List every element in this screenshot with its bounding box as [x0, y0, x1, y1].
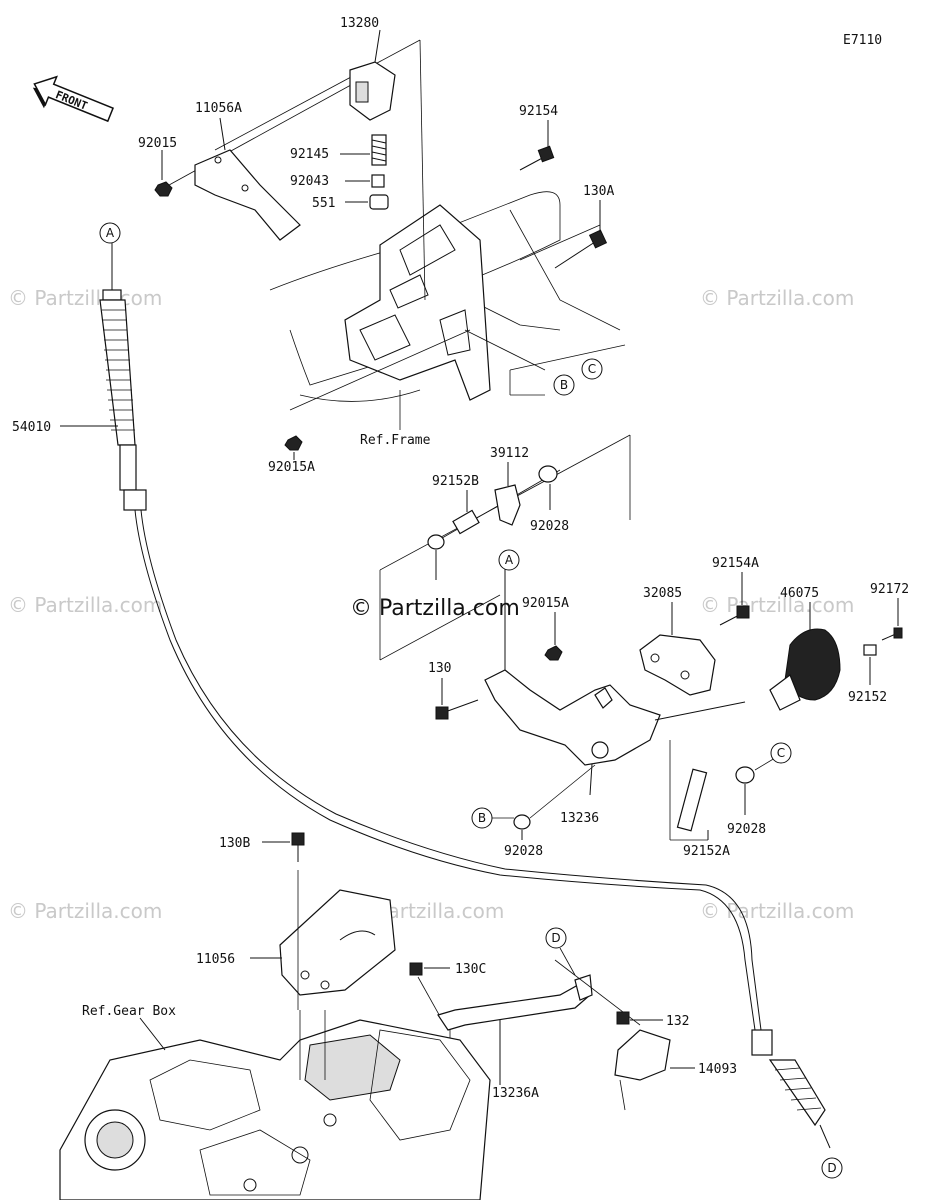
label-11056: 11056	[196, 952, 235, 967]
label-11056A: 11056A	[195, 101, 242, 116]
part-92154A-shape	[719, 572, 750, 626]
part-92152-shape	[863, 644, 877, 685]
part-92015-shape	[154, 150, 173, 197]
label-32085: 32085	[643, 586, 682, 601]
callout-b-mid: B	[471, 807, 514, 829]
part-39112-shape	[494, 462, 521, 526]
part-11056-shape	[250, 889, 396, 996]
svg-text:A: A	[106, 226, 115, 240]
part-132-shape	[616, 1011, 663, 1025]
part-130C-shape	[409, 962, 450, 1021]
part-551-shape	[345, 194, 389, 210]
part-92015A-mid-shape	[544, 612, 563, 661]
svg-text:D: D	[551, 931, 560, 945]
label-13236: 13236	[560, 811, 599, 826]
watermark-center: © Partzilla.com	[350, 596, 520, 621]
front-arrow-icon: FRONT	[32, 75, 115, 123]
label-92152A: 92152A	[683, 844, 730, 859]
label-130A: 130A	[583, 184, 614, 199]
watermark: © Partzilla.com	[8, 899, 162, 923]
watermark: © Partzilla.com	[700, 593, 854, 617]
part-32085-shape	[639, 602, 716, 696]
svg-text:D: D	[827, 1161, 836, 1175]
part-54010-cable	[60, 240, 831, 1149]
label-ref-frame: Ref.Frame	[360, 433, 431, 448]
callouts: A B C A C B D D	[99, 222, 843, 1179]
svg-text:A: A	[505, 553, 514, 567]
part-92154-shape	[519, 120, 555, 171]
watermarks: © Partzilla.com © Partzilla.com © Partzi…	[8, 286, 854, 923]
gearbox-illustration	[59, 1010, 491, 1200]
part-92015A-top-shape	[284, 435, 303, 460]
callout-d-mid: D	[545, 927, 576, 976]
diagram-code: E7110	[843, 33, 882, 48]
callout-a-top: A	[99, 222, 121, 244]
watermark: © Partzilla.com	[8, 286, 162, 310]
label-92152: 92152	[848, 690, 887, 705]
label-92015A-mid: 92015A	[522, 596, 569, 611]
label-54010: 54010	[12, 420, 51, 435]
callout-a-mid: A	[498, 549, 520, 571]
watermark: © Partzilla.com	[700, 286, 854, 310]
label-130B: 130B	[219, 836, 250, 851]
part-13236-shape	[484, 560, 746, 796]
watermark: © Partzilla.com	[700, 899, 854, 923]
svg-text:C: C	[588, 362, 596, 376]
part-130-shape	[435, 678, 479, 720]
watermark: © Partzilla.com	[8, 593, 162, 617]
label-46075: 46075	[780, 586, 819, 601]
part-11056A-shape	[194, 117, 301, 241]
part-92152B-shape	[452, 490, 480, 535]
frame-section	[269, 191, 621, 402]
label-92154: 92154	[519, 104, 558, 119]
label-130: 130	[428, 661, 451, 676]
part-13280-shape	[349, 29, 396, 121]
callout-c-mid: C	[770, 742, 792, 764]
label-13280: 13280	[340, 16, 379, 31]
part-46075-shape	[769, 602, 841, 711]
part-92028-top-shape	[538, 465, 558, 510]
svg-text:B: B	[478, 811, 486, 825]
part-92028-bottom-left-shape	[513, 764, 596, 840]
part-130B-shape	[262, 832, 305, 1010]
label-14093: 14093	[698, 1062, 737, 1077]
label-92172: 92172	[870, 582, 909, 597]
part-130A-shape	[554, 200, 608, 269]
svg-text:C: C	[777, 746, 785, 760]
callout-c-top: C	[581, 358, 603, 380]
label-132: 132	[666, 1014, 689, 1029]
label-92145: 92145	[290, 147, 329, 162]
part-92145-shape	[340, 134, 387, 166]
label-13236A: 13236A	[492, 1086, 539, 1101]
washer-left-shape	[427, 534, 445, 580]
part-92028-right-shape	[735, 754, 781, 815]
part-92043-shape	[345, 174, 385, 188]
part-14093-shape	[614, 1029, 695, 1111]
label-39112: 39112	[490, 446, 529, 461]
part-92172-shape	[881, 598, 903, 641]
callout-d-bottom: D	[821, 1157, 843, 1179]
label-92015A-top: 92015A	[268, 460, 315, 475]
part-labels: 13280 11056A 92015 92145 92043 551 92154…	[12, 16, 909, 1101]
callout-b-top: B	[553, 374, 575, 396]
label-92028-bottom: 92028	[504, 844, 543, 859]
label-ref-gearbox: Ref.Gear Box	[82, 1004, 176, 1019]
label-92028-top: 92028	[530, 519, 569, 534]
label-92152B: 92152B	[432, 474, 479, 489]
svg-text:B: B	[560, 378, 568, 392]
label-92028-right: 92028	[727, 822, 766, 837]
label-92154A: 92154A	[712, 556, 759, 571]
label-92043: 92043	[290, 174, 329, 189]
label-130C: 130C	[455, 962, 486, 977]
label-92015: 92015	[138, 136, 177, 151]
label-551: 551	[312, 196, 335, 211]
part-92152A-shape	[669, 740, 709, 841]
